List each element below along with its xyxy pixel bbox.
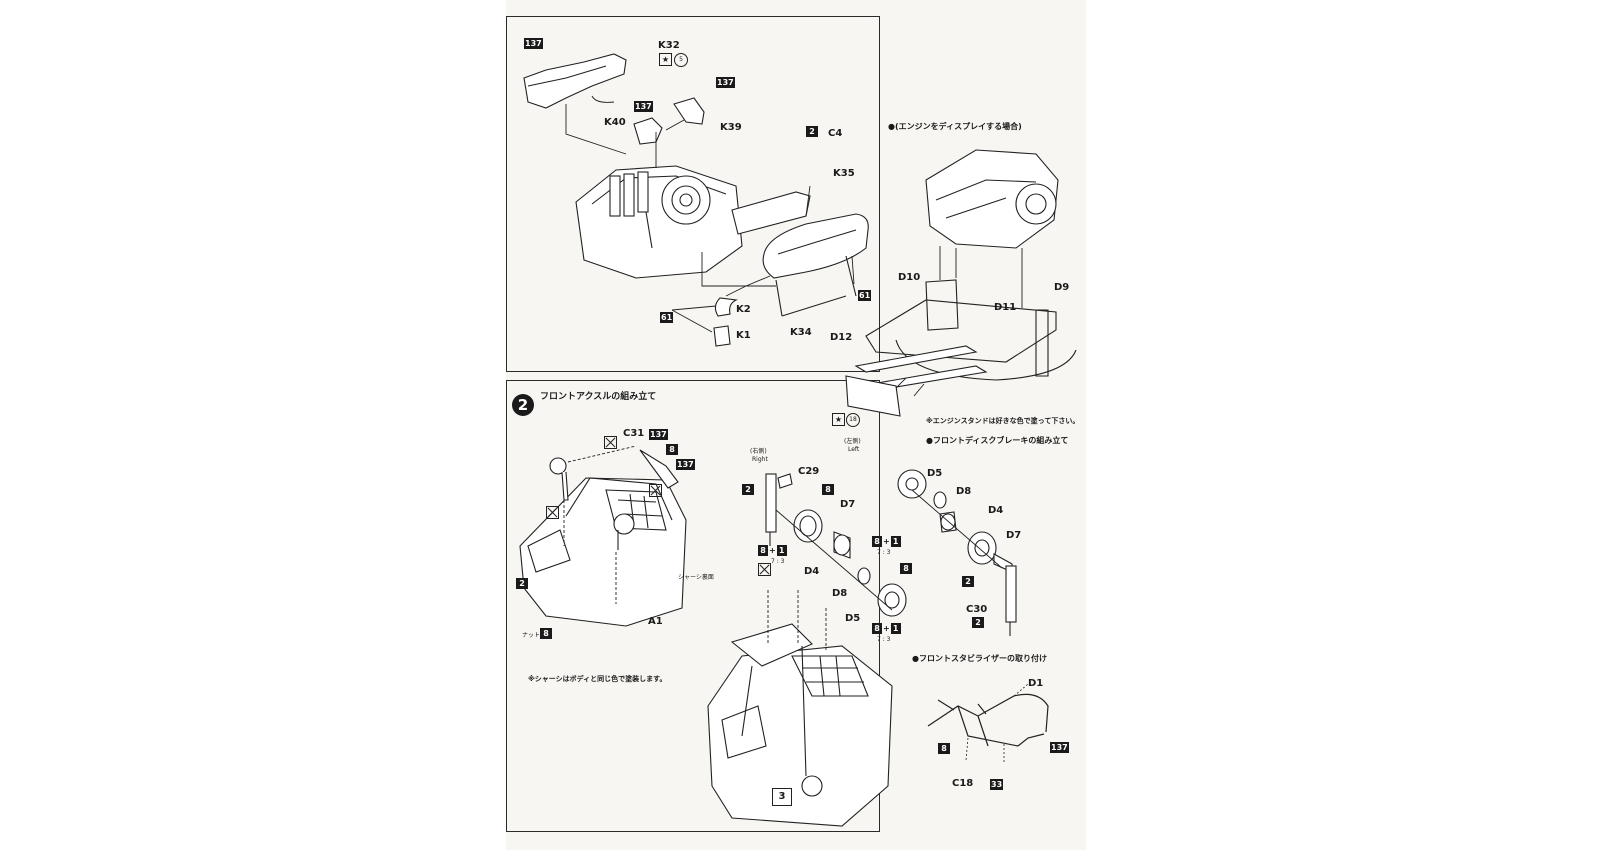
brake-illustration [765,469,1017,636]
engine-display-heading: ●(エンジンをディスプレイする場合) [888,122,1022,131]
paint-code: 137 [524,38,543,49]
cutoff-icon [546,506,559,519]
right-label: Right [752,456,768,463]
paint-code: 137 [716,77,735,88]
mix-ratio: 7 : 3 [877,549,891,556]
mix-ratio: 7 : 3 [877,636,891,643]
brake-heading: ●フロントディスクブレーキの組み立て [926,436,1069,445]
paint-code: 8 [666,444,678,455]
stabilizer-heading: ●フロントスタビライザーの取り付け [912,654,1047,663]
part-label-c18: C18 [952,778,974,789]
paint-code: 8 [822,484,834,495]
intake-engine-illustration [523,53,869,347]
part-label-c30: C30 [966,604,988,615]
cutoff-icon [604,436,617,449]
nut-label: ナット [522,632,541,639]
step-number: 2 [512,394,534,416]
paint-code: 1 [890,623,901,634]
paint-code: 61 [660,312,674,323]
paint-code: 1 [890,536,901,547]
paint-mix: 8+1 [871,623,902,634]
paint-code: 2 [516,578,528,589]
right-jp-label: (右側) [750,448,767,455]
part-label-k1: K1 [736,330,751,341]
paint-code: 8 [540,628,552,639]
part-label-k39: K39 [720,122,742,133]
mix-ratio: 7 : 3 [771,558,785,565]
decal-number: 18 [846,413,860,427]
decal-number: 5 [674,53,688,67]
front-axle-illustration [519,445,893,827]
paint-code: 2 [962,576,974,587]
part-label-d11: D11 [994,302,1017,313]
part-label-d4: D4 [804,566,820,577]
part-label-d10: D10 [898,272,921,283]
part-label-d5: D5 [845,613,861,624]
paint-code: 2 [972,617,984,628]
paint-mix: 8+1 [871,536,902,547]
paint-code: 8 [758,545,768,556]
part-label-d7: D7 [1006,530,1022,541]
step1-frame [506,16,880,372]
step-title: フロントアクスルの組み立て [540,392,657,402]
part-label-c31: C31 [623,428,645,439]
stabilizer-illustration [927,683,1049,762]
decal-icon: ★ [832,413,845,426]
decal-icon: ★ [659,53,672,66]
paint-code: 8 [938,743,950,754]
left-jp-label: (左側) [844,438,861,445]
paint-code: 137 [676,459,695,470]
paint-code: 137 [649,429,668,440]
part-label-d9: D9 [1054,282,1070,293]
cutoff-icon [649,484,662,497]
paint-code: 61 [858,290,872,301]
cutoff-icon [758,563,771,576]
part-label-k34: K34 [790,327,812,338]
chassis-underside-label: シャーシ裏面 [678,574,714,581]
paint-code: 2 [806,126,818,137]
engine-stand-note: ※エンジンスタンドは好きな色で塗って下さい。 [926,417,1080,425]
paint-code: 137 [634,101,653,112]
paint-code: 33 [990,779,1004,790]
page-number: 3 [772,788,792,806]
part-label-k40: K40 [604,117,626,128]
paint-code: 8 [872,536,882,547]
chassis-note: ※シャーシはボディと同じ色で塗装します。 [528,675,667,683]
part-label-d12: D12 [830,332,853,343]
part-label-d8: D8 [956,486,972,497]
part-label-d4: D4 [988,505,1004,516]
paint-code: 8 [900,563,912,574]
paint-code: 1 [776,545,787,556]
part-label-a1: A1 [648,616,663,627]
engine-stand-illustration [845,149,1077,417]
part-label-c29: C29 [798,466,820,477]
part-label-d1: D1 [1028,678,1044,689]
paint-code: 8 [872,623,882,634]
paint-code: 2 [742,484,754,495]
part-label-k2: K2 [736,304,751,315]
part-label-d5: D5 [927,468,943,479]
left-label: Left [848,446,860,453]
instruction-sheet: 137 K32 ★ 5 137 137 K40 K39 2 C4 K35 61 … [506,0,1086,850]
part-label-c4: C4 [828,128,843,139]
part-label-d8: D8 [832,588,848,599]
paint-code: 137 [1050,742,1069,753]
paint-mix: 8+1 [757,545,788,556]
part-label-k35: K35 [833,168,855,179]
part-label-k32: K32 [658,40,680,51]
part-label-d7: D7 [840,499,856,510]
